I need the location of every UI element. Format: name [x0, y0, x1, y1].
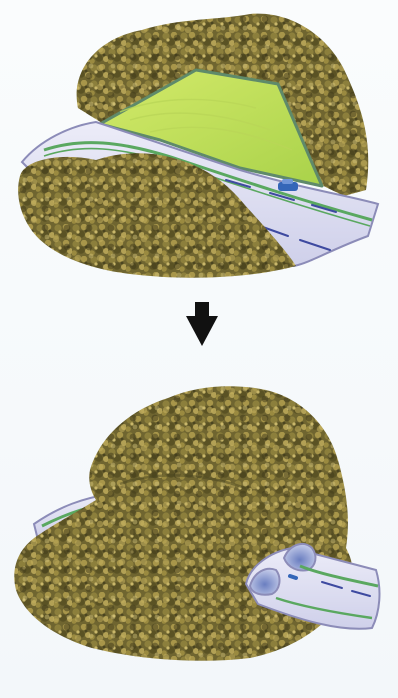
panel-after [14, 386, 379, 661]
panel-before [18, 14, 378, 278]
down-arrow-icon [186, 302, 218, 346]
